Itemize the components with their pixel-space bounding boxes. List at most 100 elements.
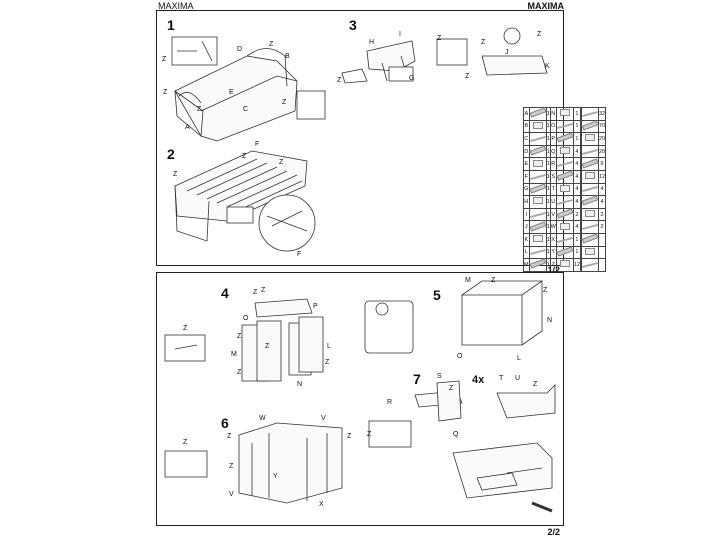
part-label-r: R [387, 399, 393, 406]
part-qty-cell: 12 [597, 169, 607, 184]
screw-label: Z [282, 99, 287, 106]
screw-label: Z [481, 39, 486, 46]
part-qty-cell: 12 [572, 258, 581, 272]
part-picture-cell [555, 144, 574, 159]
part-qty-cell [597, 258, 607, 272]
screw-label: Z [261, 287, 266, 294]
part-label-n: N [297, 381, 303, 388]
part-label-s: S [437, 373, 442, 380]
part-qty-cell: 20 [597, 132, 607, 146]
part-picture-cell [580, 258, 599, 272]
part-label-f: F [255, 141, 260, 148]
part-picture-cell [580, 132, 599, 146]
part-qty-cell: 4 [597, 182, 607, 197]
part-picture-cell [555, 107, 574, 121]
part-picture-cell [555, 169, 574, 184]
part-label-h: H [369, 39, 375, 46]
part-letter-cell: M [523, 258, 530, 272]
part-label-x: X [319, 501, 324, 508]
part-label-y: Y [273, 473, 278, 480]
part-picture-cell [580, 182, 599, 197]
part-picture-cell [555, 119, 574, 134]
part-picture-cell [555, 207, 574, 222]
bed-frame-drawing [171, 36, 326, 142]
part-qty-cell: 1 [572, 245, 581, 260]
screw-label: Z [197, 106, 202, 113]
screw-label: Z [183, 325, 188, 332]
part-picture-cell [555, 232, 574, 247]
header-title-right: MAXIMA [527, 1, 565, 11]
part-picture-cell [580, 144, 599, 159]
step-6-number: 6 [221, 415, 229, 431]
assembly-sheet-1: 1 2 3 D B E C A F F H I G J K Z Z Z Z Z … [156, 10, 607, 275]
drawer-parts-drawing [341, 27, 548, 84]
part-qty-cell: 2 [597, 207, 607, 222]
step-5-number: 5 [433, 287, 441, 303]
screw-label: Z [337, 77, 342, 84]
part-picture-cell [580, 245, 599, 260]
screw-label: Z [449, 385, 454, 392]
part-label-w: W [259, 415, 266, 422]
page-number-1: 1/2 [547, 265, 560, 275]
part-picture-cell [528, 195, 547, 209]
part-label-o-2: O [457, 353, 463, 360]
part-picture-cell [580, 195, 599, 209]
part-picture-cell [580, 220, 599, 234]
part-qty-cell: 1 [572, 107, 581, 121]
part-qty-cell: 2 [572, 207, 581, 222]
part-label-d: D [237, 46, 243, 53]
part-picture-cell [528, 258, 547, 272]
part-label-t: T [499, 375, 504, 382]
part-picture-cell [528, 132, 547, 146]
screw-label: Z [229, 463, 234, 470]
part-qty-cell: 1 [572, 119, 581, 134]
part-qty-cell: 32 [597, 107, 607, 121]
part-label-k: K [545, 63, 550, 70]
header-title-left: MAXIMA [158, 1, 194, 11]
part-picture-cell [528, 144, 547, 159]
screw-label: Z [537, 31, 542, 38]
part-picture-cell [580, 169, 599, 184]
part-label-c: C [243, 106, 249, 113]
screw-label: Z [237, 333, 242, 340]
screw-label: Z [163, 89, 168, 96]
screw-label: Z [465, 73, 470, 80]
part-picture-cell [528, 232, 547, 247]
part-label-m-2: M [465, 277, 471, 284]
part-label-l-2: L [517, 355, 521, 362]
part-letter-cell: Z [549, 258, 557, 272]
step-7-number: 7 [413, 371, 421, 387]
step-7-multiplier: 4x [472, 374, 485, 386]
part-qty-cell: 4 [572, 220, 581, 234]
part-picture-cell [555, 182, 574, 197]
screw-label: Z [367, 431, 372, 438]
part-qty-cell: 4 [572, 182, 581, 197]
part-label-f-detail: F [297, 251, 302, 258]
part-picture-cell [555, 195, 574, 209]
part-qty-cell: 4 [572, 169, 581, 184]
screw-label: Z [227, 433, 232, 440]
part-qty-cell: 20 [597, 144, 607, 159]
part-qty-cell: 1 [545, 258, 551, 272]
part-picture-cell [528, 157, 547, 171]
step-3-number: 3 [349, 17, 357, 33]
screw-label: Z [173, 171, 178, 178]
screw-label: Z [237, 369, 242, 376]
part-label-i: I [399, 31, 401, 38]
part-picture-cell [528, 119, 547, 134]
screw-label: Z [437, 35, 442, 42]
part-label-v-2: V [229, 491, 234, 498]
screw-label: Z [325, 359, 330, 366]
screw-label: Z [533, 381, 538, 388]
part-picture-cell [528, 245, 547, 260]
part-picture-cell [580, 119, 599, 134]
